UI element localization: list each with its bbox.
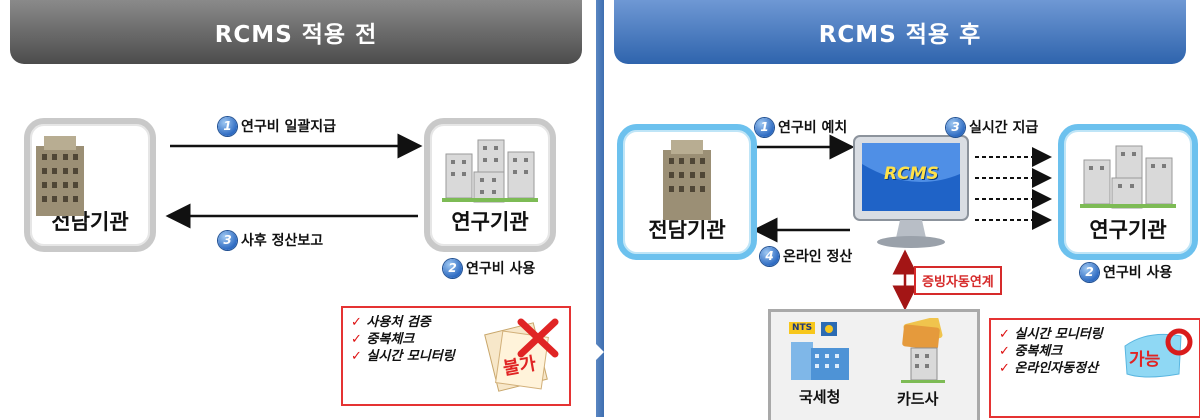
after-title: RCMS 적용 후 [614, 0, 1186, 64]
tax-office-icon: NTS [783, 320, 853, 382]
divider-arrow-icon [596, 344, 604, 360]
nts-logo: NTS [789, 322, 816, 334]
possible-stamp: 가능 [1129, 350, 1161, 370]
step1-text: 연구비 예치 [778, 120, 848, 136]
step4-after: 4 온라인 정산 [760, 246, 852, 266]
step2-before: 2 연구비 사용 [443, 258, 535, 278]
tax-office-label: 국세청 [799, 388, 841, 406]
step3-before: 3 사후 정산보고 [218, 230, 323, 250]
agency-label: 전담기관 [648, 218, 726, 242]
funding-agency-before: 전담기관 [24, 118, 156, 252]
step1-before: 1 연구비 일괄지급 [218, 116, 336, 136]
building-cluster-icon [442, 139, 538, 203]
callout-item: 온라인자동정산 [999, 360, 1191, 377]
funding-agency-after: 전담기관 [617, 124, 757, 260]
document-reject-icon [484, 318, 559, 392]
panel-divider [596, 0, 604, 417]
research-institution-before: 연구기관 [424, 118, 556, 252]
step-number-icon: 1 [218, 116, 237, 136]
rcms-system: RCMS [852, 134, 970, 250]
step-number-icon: 2 [1080, 262, 1099, 282]
office-building-icon [663, 140, 711, 220]
system-label: RCMS [884, 164, 939, 184]
before-title: RCMS 적용 전 [10, 0, 582, 64]
after-callout: 실시간 모니터링 중복체크 온라인자동정산 가능 [989, 318, 1200, 418]
callout-item: 실시간 모니터링 [999, 326, 1191, 343]
step1-after: 1 연구비 예치 [755, 117, 847, 137]
arrow-after-realtime [975, 147, 1052, 230]
government-building-icon [791, 322, 849, 380]
step-number-icon: 3 [218, 230, 237, 250]
callout-item: 사용처 검증 [351, 314, 561, 331]
impossible-stamp: 불가 [501, 353, 538, 380]
callout-item: 중복체크 [351, 331, 561, 348]
step-number-icon: 1 [755, 117, 774, 137]
step3-text: 사후 정산보고 [241, 233, 324, 249]
card-company-label: 카드사 [897, 390, 939, 408]
step4-text: 온라인 정산 [783, 249, 853, 265]
institution-label: 연구기관 [1089, 218, 1167, 242]
office-building-icon [36, 136, 84, 216]
building-cluster-icon [1080, 145, 1176, 209]
step2-text: 연구비 사용 [1103, 265, 1173, 281]
card-company-icon [895, 318, 951, 384]
evidence-link-tag: 증빙자동연계 [914, 266, 1002, 295]
step3-after: 3 실시간 지급 [946, 117, 1038, 137]
step2-text: 연구비 사용 [466, 261, 536, 277]
institution-label: 연구기관 [451, 210, 529, 234]
monitor-icon [853, 135, 969, 248]
step-number-icon: 3 [946, 117, 965, 137]
before-callout: 사용처 검증 중복체크 실시간 모니터링 불가 [341, 306, 571, 406]
step-number-icon: 2 [443, 258, 462, 278]
step-number-icon: 4 [760, 246, 779, 266]
card-building-icon [901, 318, 945, 383]
step1-text: 연구비 일괄지급 [241, 119, 337, 135]
research-institution-after: 연구기관 [1058, 124, 1198, 260]
callout-item: 중복체크 [999, 343, 1191, 360]
step3-text: 실시간 지급 [969, 120, 1039, 136]
step2-after: 2 연구비 사용 [1080, 262, 1172, 282]
approval-badge-icon [1124, 328, 1193, 378]
callout-item: 실시간 모니터링 [351, 348, 561, 365]
